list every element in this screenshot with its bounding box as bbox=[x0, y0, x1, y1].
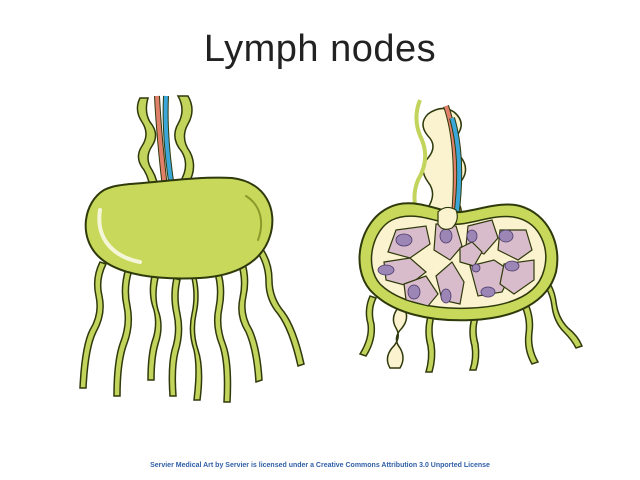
vein-right bbox=[450, 117, 462, 219]
external-lymph-node bbox=[79, 95, 305, 403]
efferent-vessel-left bbox=[136, 97, 159, 193]
sectioned-lymph-node bbox=[358, 99, 583, 373]
afferent-vessels-left bbox=[79, 247, 305, 403]
efferent-vessel-right bbox=[174, 95, 195, 185]
afferent-lymph-beads bbox=[386, 307, 408, 369]
license-credit: Servier Medical Art by Servier is licens… bbox=[150, 462, 490, 469]
hilum bbox=[437, 206, 458, 230]
node-highlight bbox=[97, 208, 142, 264]
node-body-left bbox=[84, 176, 274, 280]
afferent-vessels-right bbox=[358, 274, 583, 373]
lymphoid-follicles bbox=[377, 228, 520, 304]
slide-title: Lymph nodes bbox=[203, 28, 437, 70]
